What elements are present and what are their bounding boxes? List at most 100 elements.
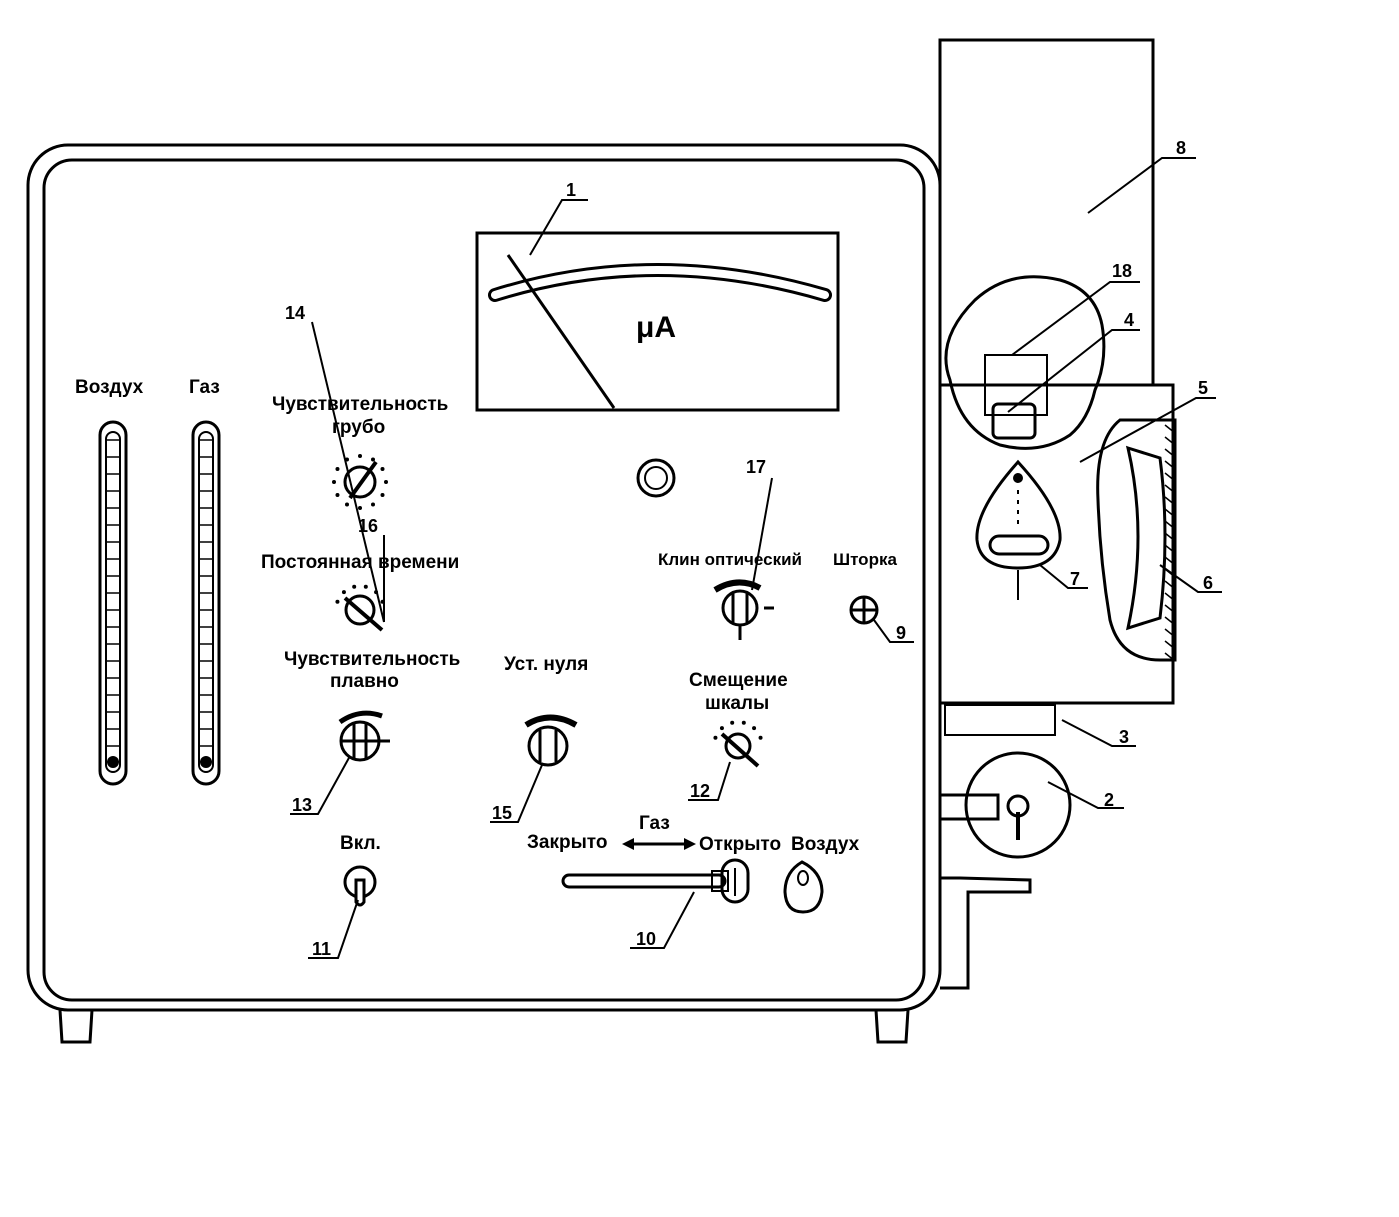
burner-top-18 [984, 354, 1048, 416]
label-sens-fine-1: Чувствительность [284, 649, 460, 670]
shutter-knob[interactable] [849, 595, 879, 625]
knob-position-dot [335, 493, 340, 497]
callout-10: 10 [636, 929, 656, 949]
knob-position-dot [384, 480, 388, 484]
label-sens-coarse-2: грубо [332, 417, 385, 438]
knob-position-dot [719, 726, 724, 731]
label-time-constant: Постоянная времени [261, 552, 459, 573]
label-gas: Газ [189, 377, 220, 398]
filter-hatch [1164, 532, 1176, 542]
filter-hatch [1164, 484, 1176, 494]
callout-3: 3 [1119, 727, 1129, 747]
drain-bracket [940, 876, 1032, 990]
knob-position-dot [341, 590, 346, 595]
microammeter [475, 231, 840, 412]
knob-position-dot [713, 735, 718, 740]
air-valve-knob[interactable] [783, 860, 824, 914]
meter-needle [506, 254, 616, 409]
knob-position-dot [380, 467, 385, 471]
knob-position-dot [363, 584, 368, 589]
callout-7: 7 [1070, 569, 1080, 589]
optical-wedge-knob[interactable] [713, 579, 774, 640]
cutaway-burner [944, 275, 1106, 450]
filter-hatch [1164, 436, 1176, 446]
zero-set-knob[interactable] [524, 714, 578, 767]
knob-position-dot [358, 454, 362, 458]
foot-right [874, 1009, 910, 1044]
callout-8: 8 [1176, 138, 1186, 158]
filter-hatch [1164, 472, 1176, 482]
leader-lines [290, 157, 1222, 959]
cutaway-filter [1096, 418, 1177, 662]
light-filter-6 [1125, 445, 1167, 631]
callout-12: 12 [690, 781, 710, 801]
callout-16: 16 [358, 516, 378, 536]
power-toggle-switch[interactable] [343, 865, 377, 907]
label-gas-valve: Газ [639, 813, 670, 834]
knob-position-dot [335, 599, 340, 604]
filter-hatch [1164, 460, 1176, 470]
label-sens-fine-2: плавно [330, 671, 399, 692]
nebulizer-mount-3 [944, 704, 1056, 736]
label-air-valve: Воздух [791, 834, 860, 855]
knob-position-dot [358, 506, 362, 510]
knob-position-dot [335, 467, 340, 471]
knob-position-dot [332, 480, 336, 484]
column-housing-8 [938, 38, 1155, 387]
filter-hatch [1164, 556, 1176, 566]
scale-shift-knob[interactable] [713, 720, 763, 768]
callout-15: 15 [492, 803, 512, 823]
knob-position-dot [380, 493, 385, 497]
label-closed: Закрыто [527, 832, 607, 853]
knob-position-dot [752, 726, 757, 731]
filter-hatch [1164, 616, 1176, 626]
callout-2: 2 [1104, 790, 1114, 810]
foot-left [58, 1009, 94, 1044]
meter-unit-label: μA [636, 311, 676, 344]
callout-18: 18 [1112, 261, 1132, 281]
label-scale-shift-2: шкалы [705, 693, 769, 714]
callout-6: 6 [1203, 573, 1213, 593]
callout-14: 14 [285, 303, 305, 323]
sensitivity-coarse-knob[interactable] [332, 454, 388, 510]
knob-position-dot [345, 502, 349, 507]
callout-1: 1 [566, 180, 576, 200]
indicator-lamp [636, 458, 676, 498]
knob-position-dot [371, 457, 375, 462]
label-open: Открыто [699, 834, 781, 855]
filter-hatch [1164, 508, 1176, 518]
callout-9: 9 [896, 623, 906, 643]
sensitivity-fine-knob[interactable] [338, 710, 390, 762]
callout-13: 13 [292, 795, 312, 815]
knob-position-dot [758, 735, 763, 740]
optical-block-5 [938, 383, 1175, 705]
slit-adjuster-7[interactable] [975, 459, 1062, 600]
cabinet-outer [26, 143, 942, 1012]
nebulizer-chamber-2 [964, 751, 1072, 859]
callout-5: 5 [1198, 378, 1208, 398]
knob-position-dot [730, 720, 735, 725]
filter-hatch [1164, 652, 1176, 662]
callout-11: 11 [312, 939, 331, 959]
filter-hatch [1164, 628, 1176, 638]
rotameter-gas [191, 420, 221, 786]
callout-4: 4 [1124, 310, 1134, 330]
label-shutter: Шторка [833, 550, 897, 569]
rotameter-air [98, 420, 128, 786]
knob-position-dot [741, 720, 746, 725]
knob-position-dot [371, 502, 375, 507]
label-zero-set: Уст. нуля [504, 654, 588, 675]
filter-hatch [1164, 592, 1176, 602]
cabinet-inner [42, 158, 926, 1002]
label-power-on: Вкл. [340, 833, 381, 854]
knob-position-dot [352, 584, 357, 589]
gas-valve-lever[interactable] [561, 858, 750, 904]
label-sens-coarse-1: Чувствительность [272, 394, 448, 415]
filter-hatch [1164, 640, 1176, 650]
label-optical-wedge: Клин оптический [658, 550, 802, 569]
filter-hatch [1164, 580, 1176, 590]
filter-hatch [1164, 604, 1176, 614]
label-scale-shift-1: Смещение [689, 670, 788, 691]
burner-nozzle-4 [991, 402, 1037, 440]
